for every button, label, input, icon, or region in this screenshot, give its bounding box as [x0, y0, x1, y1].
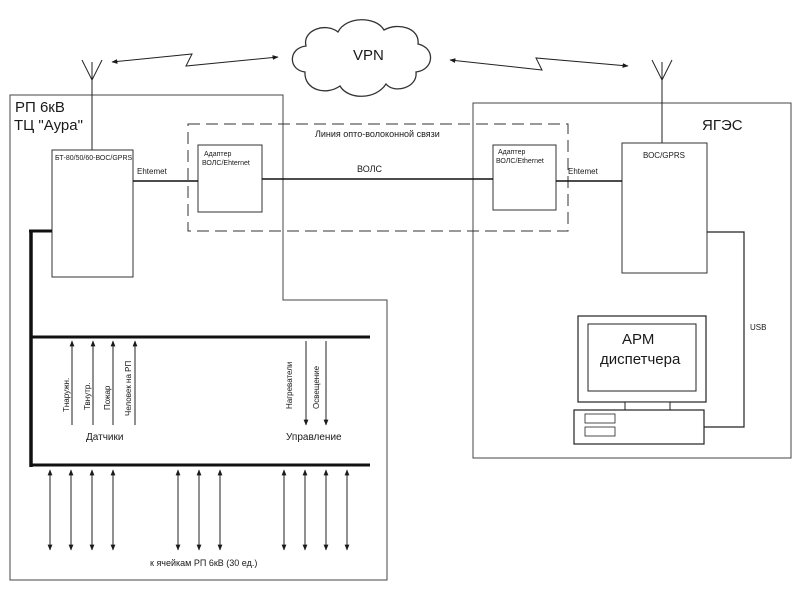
wireless-link-right	[449, 57, 629, 71]
left-site-title-line1: РП 6кВ	[15, 99, 65, 116]
sensor-label: Человек на РП	[124, 360, 133, 416]
right-adapter-label-line1: Адаптер	[498, 149, 526, 156]
cells-label: к ячейкам РП 6кВ (30 ед.)	[150, 558, 258, 568]
right-adapter-box	[492, 144, 557, 211]
sensor-label: Твнутр.	[83, 382, 92, 410]
sensors-group-label: Датчики	[86, 432, 124, 443]
right-device-box	[621, 142, 708, 274]
fiber-cable-label: ВОЛС	[357, 164, 383, 174]
usb-line	[703, 231, 745, 428]
left-adapter-label-line1: Адаптер	[204, 151, 232, 158]
fiber-line-label: Линия опто-волоконной связи	[315, 129, 440, 139]
right-site-outline	[472, 102, 792, 459]
vpn-cloud	[291, 19, 432, 97]
usb-label: USB	[750, 323, 767, 332]
sensor-label: Пожар	[103, 385, 112, 410]
antenna-left-icon	[81, 59, 103, 150]
left-adapter-label-line2: ВОЛС/Ehternet	[202, 160, 250, 167]
wireless-link-left	[111, 53, 279, 67]
right-site-title: ЯГЭС	[702, 117, 743, 134]
workstation-label-line2: диспетчера	[600, 351, 681, 368]
left-device-box	[51, 149, 134, 278]
right-device-label: ВОС/GPRS	[643, 151, 685, 160]
right-adapter-label-line2: ВОЛС/Ethernet	[496, 158, 544, 165]
cell-arrows	[47, 469, 350, 551]
left-device-label: БТ-80/50/60-ВОС/GPRS	[55, 155, 133, 162]
vpn-label: VPN	[353, 47, 384, 64]
sensor-arrows	[69, 340, 138, 425]
antenna-right-icon	[651, 59, 673, 143]
workstation-label-line1: АРМ	[622, 331, 655, 348]
workstation-computer-icon	[573, 315, 707, 445]
control-group-label: Управление	[286, 432, 342, 443]
left-adapter-box	[197, 144, 263, 213]
fiber-line-box	[187, 123, 569, 232]
right-ethernet-label: Ehtemet	[568, 167, 598, 176]
control-label: Освещение	[312, 365, 321, 409]
left-site-outline	[9, 94, 388, 581]
left-site-title-line2: ТЦ "Аура"	[14, 117, 83, 134]
control-arrows	[303, 341, 329, 426]
left-ethernet-label: Ehtemet	[137, 167, 167, 176]
control-label: Нагреватели	[285, 361, 294, 409]
sensor-label: Тнаружн.	[62, 377, 71, 412]
